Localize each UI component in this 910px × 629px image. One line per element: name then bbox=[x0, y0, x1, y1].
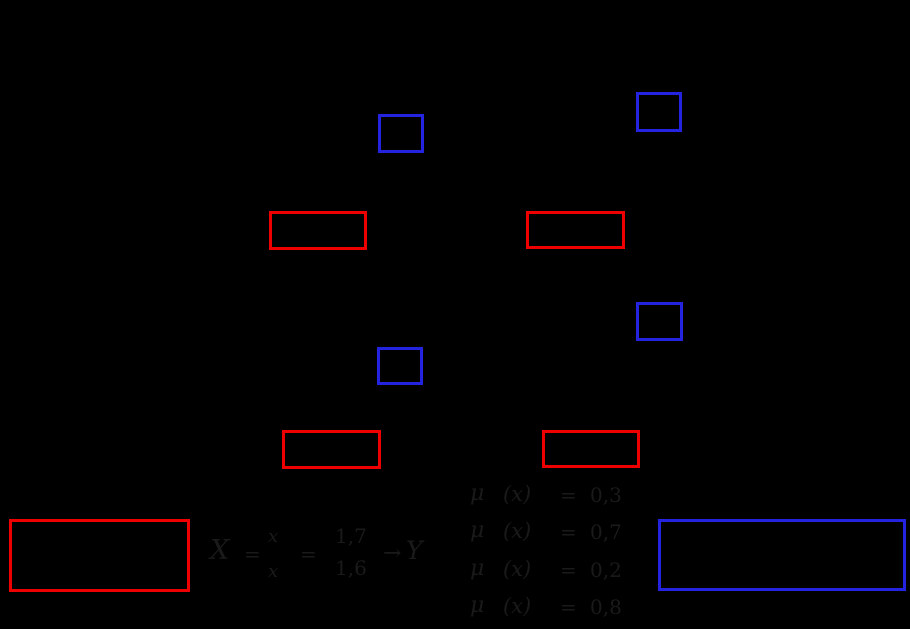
mu-symbol: μ bbox=[470, 481, 485, 506]
node-blue-top-right bbox=[636, 92, 682, 132]
formula-value-top: 1,7 bbox=[335, 524, 367, 548]
node-blue-center bbox=[377, 347, 423, 385]
mu-argument: (x) bbox=[503, 557, 532, 581]
membership-row-2: μ (x) = 0,7 bbox=[468, 520, 628, 550]
mu-argument: (x) bbox=[503, 594, 532, 618]
formula-equals-2: = bbox=[300, 542, 317, 566]
formula-element-top: x bbox=[268, 526, 279, 547]
mu-argument: (x) bbox=[503, 519, 532, 543]
node-red-bottom-left-large bbox=[9, 519, 190, 592]
membership-row-3: μ (x) = 0,2 bbox=[468, 558, 628, 588]
node-red-mid-right bbox=[526, 211, 625, 249]
mu-value: 0,2 bbox=[590, 558, 622, 582]
mu-value: 0,7 bbox=[590, 520, 622, 544]
node-red-lower-right bbox=[542, 430, 640, 468]
formula-arrow: → bbox=[383, 541, 402, 566]
formula-output-symbol: Y bbox=[406, 536, 423, 565]
membership-row-4: μ (x) = 0,8 bbox=[468, 595, 628, 625]
mu-symbol: μ bbox=[470, 593, 485, 618]
formula-element-bottom: x bbox=[268, 561, 279, 582]
mu-equals: = bbox=[560, 520, 577, 544]
mu-symbol: μ bbox=[470, 556, 485, 581]
node-red-lower-left bbox=[282, 430, 381, 469]
membership-row-1: μ (x) = 0,3 bbox=[468, 483, 628, 513]
node-blue-top-center bbox=[378, 114, 424, 153]
mu-equals: = bbox=[560, 558, 577, 582]
node-blue-right bbox=[636, 302, 683, 341]
node-red-mid-left bbox=[269, 211, 367, 250]
mu-equals: = bbox=[560, 483, 577, 507]
formula-set-symbol: X bbox=[210, 535, 230, 566]
mu-value: 0,8 bbox=[590, 595, 622, 619]
node-blue-bottom-right-large bbox=[658, 519, 906, 591]
mu-symbol: μ bbox=[470, 518, 485, 543]
mu-value: 0,3 bbox=[590, 483, 622, 507]
formula-value-bottom: 1,6 bbox=[335, 556, 367, 580]
mu-argument: (x) bbox=[503, 482, 532, 506]
mu-equals: = bbox=[560, 595, 577, 619]
formula-equals-1: = bbox=[244, 542, 261, 566]
